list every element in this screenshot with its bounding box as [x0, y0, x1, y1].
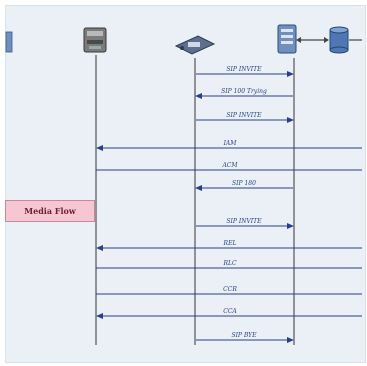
- message-label: SIP 100 Trying: [221, 88, 267, 95]
- database-icon: [329, 26, 349, 54]
- connector-arrow: [296, 37, 329, 43]
- server-icon: [5, 31, 13, 53]
- message-arrow: CCA: [96, 308, 362, 319]
- message-arrow: REL: [96, 240, 362, 251]
- message-label: IAM: [223, 140, 238, 147]
- server-icon: [277, 24, 297, 54]
- gateway-icon: [83, 27, 107, 53]
- diagram-panel: [5, 5, 366, 363]
- message-label: SIP INVITE: [226, 112, 262, 119]
- message-arrow: SIP INVITE: [196, 218, 294, 229]
- message-label: CCA: [223, 308, 237, 315]
- message-arrow: SIP BYE: [196, 332, 294, 343]
- media-flow-box: Media Flow: [5, 200, 95, 222]
- message-arrow: SIP 100 Trying: [195, 88, 293, 99]
- message-label: SIP INVITE: [226, 66, 262, 73]
- message-label: SIP BYE: [231, 332, 257, 339]
- message-label: SIP 180: [232, 180, 256, 187]
- message-arrow: SIP 180: [195, 180, 293, 191]
- message-arrow: ACM: [96, 162, 362, 171]
- message-arrow: CCR: [96, 286, 362, 295]
- message-label: ACM: [221, 162, 238, 169]
- message-arrow: SIP INVITE: [196, 66, 294, 77]
- message-arrow: IAM: [96, 140, 362, 151]
- ip-phone-icon: [174, 35, 216, 55]
- message-arrow: RLC: [96, 260, 362, 269]
- message-label: REL: [223, 240, 237, 247]
- message-arrow: SIP INVITE: [196, 112, 294, 123]
- message-label: RLC: [222, 260, 237, 267]
- message-label: CCR: [223, 286, 237, 293]
- message-label: SIP INVITE: [226, 218, 262, 225]
- media-flow-label: Media Flow: [24, 206, 76, 216]
